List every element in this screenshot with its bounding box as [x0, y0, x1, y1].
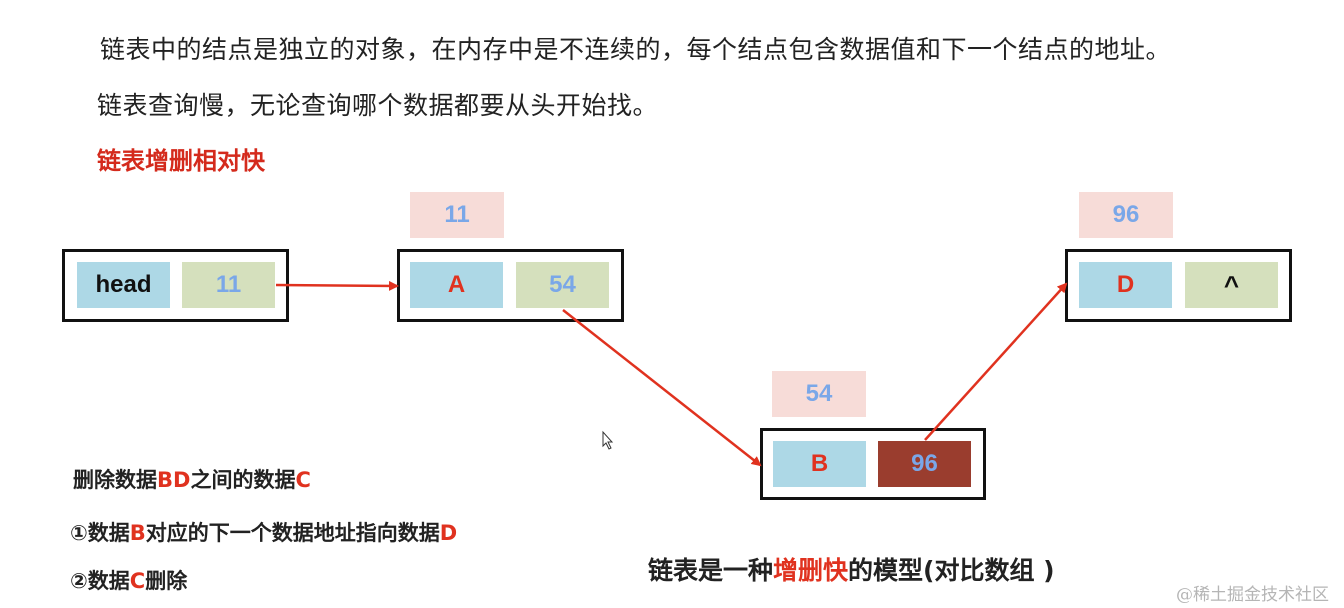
note-step-2-pre: ②数据 [70, 569, 130, 593]
address-box-d: 96 [1079, 192, 1173, 238]
note-step-2-post: 删除 [145, 569, 188, 593]
summary-post: 的模型(对比数组 ) [848, 556, 1055, 585]
arrow-b-to-d [924, 282, 1068, 441]
intro-line-1: 链表中的结点是独立的对象，在内存中是不连续的，每个结点包含数据值和下一个结点的地… [100, 35, 1172, 64]
summary-key: 增删快 [773, 556, 849, 585]
node-head-next: 11 [182, 262, 275, 308]
intro-line-2: 链表查询慢，无论查询哪个数据都要从头开始找。 [97, 91, 659, 120]
arrow-head-to-a [275, 280, 399, 291]
node-d-data: D [1079, 262, 1172, 308]
note-step-1-mid: 对应的下一个数据地址指向数据 [145, 521, 440, 545]
note-step-2-key1: C [129, 569, 146, 593]
note-delete: 删除数据BD之间的数据C [73, 464, 311, 494]
note-delete-key2: C [295, 468, 311, 492]
note-step-1-key2: D [439, 521, 458, 545]
node-b: B 96 [760, 428, 986, 500]
note-delete-key1: BD [157, 468, 191, 492]
note-delete-mid: 之间的数据 [190, 468, 296, 492]
watermark: @稀土掘金技术社区 [1176, 585, 1329, 605]
note-step-2: ②数据C删除 [70, 565, 187, 595]
node-a-next: 54 [516, 262, 609, 308]
summary-pre: 链表是一种 [648, 556, 774, 585]
node-a: A 54 [397, 249, 624, 322]
note-step-1-pre: ①数据 [70, 521, 130, 545]
node-b-next: 96 [878, 441, 971, 487]
mouse-cursor-icon [602, 430, 614, 450]
node-d: D ^ [1065, 249, 1292, 322]
section-heading: 链表增删相对快 [97, 147, 265, 175]
address-box-b: 54 [772, 371, 866, 417]
node-a-data: A [410, 262, 503, 308]
node-b-data: B [773, 441, 866, 487]
note-step-1: ①数据B对应的下一个数据地址指向数据D [70, 517, 457, 547]
note-step-1-key1: B [129, 521, 146, 545]
summary: 链表是一种增删快的模型(对比数组 ) [648, 551, 1055, 587]
address-box-a: 11 [410, 192, 504, 238]
note-delete-pre: 删除数据 [73, 468, 157, 492]
arrow-a-to-b [562, 309, 762, 467]
node-d-next: ^ [1185, 262, 1278, 308]
node-head-data: head [77, 262, 170, 308]
